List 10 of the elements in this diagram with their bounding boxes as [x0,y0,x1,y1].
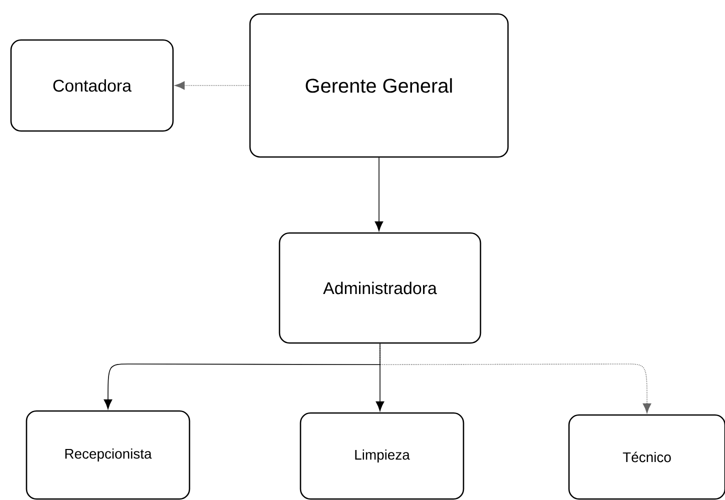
org-box: Técnico [568,414,725,500]
org-box: Recepcionista [26,410,190,500]
org-box: Contadora [10,39,174,132]
org-box: Administradora [278,232,482,344]
arrow [380,343,652,414]
arrow [374,157,384,232]
arrow [174,81,250,90]
org-box: Gerente General [249,13,509,158]
org-box: Limpieza [300,412,464,500]
arrow [376,343,384,412]
